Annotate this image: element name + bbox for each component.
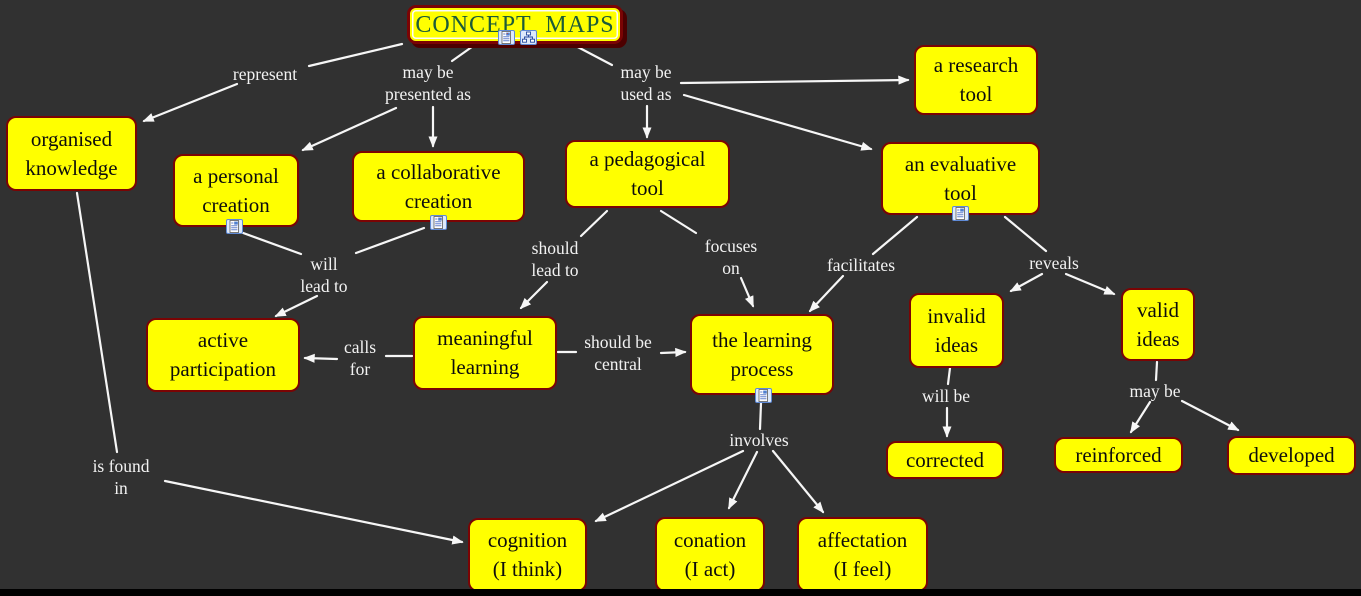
- node-reinforced[interactable]: reinforced: [1054, 437, 1183, 473]
- link-label-involves[interactable]: involves: [729, 430, 789, 450]
- connector-arrow: [771, 449, 825, 514]
- link-label-may-be-used-as[interactable]: may be used as: [620, 62, 672, 104]
- document-glyph: [758, 389, 768, 402]
- connector: [1003, 215, 1048, 253]
- node-invalid-ideas[interactable]: invalid ideas: [909, 293, 1004, 368]
- connector-arrow: [808, 274, 845, 313]
- connector-arrow: [1129, 400, 1152, 434]
- node-learning-process[interactable]: the learning process: [690, 314, 834, 395]
- connector-arrow: [727, 450, 759, 510]
- link-label-facilitates[interactable]: facilitates: [826, 255, 896, 275]
- connector-arrow: [301, 106, 398, 152]
- connector-arrow: [682, 93, 873, 151]
- link-label-represent[interactable]: represent: [232, 64, 298, 84]
- concept-map-glyph: [522, 31, 535, 43]
- node-developed[interactable]: developed: [1227, 436, 1356, 475]
- connector-arrow: [274, 294, 319, 318]
- connector: [871, 215, 919, 256]
- connector: [659, 209, 698, 235]
- connector-arrow: [163, 479, 464, 545]
- connector-arrow: [1009, 272, 1044, 293]
- node-corrected[interactable]: corrected: [886, 441, 1004, 479]
- document-glyph: [433, 216, 443, 229]
- node-affectation[interactable]: affectation (I feel): [797, 517, 928, 592]
- node-meaningful-learning[interactable]: meaningful learning: [413, 316, 557, 390]
- node-conation[interactable]: conation (I act): [655, 517, 765, 592]
- connector: [450, 42, 478, 63]
- link-label-focuses-on[interactable]: focuses on: [704, 236, 758, 278]
- connector-arrow: [142, 82, 239, 123]
- node-concept-maps-title[interactable]: CONCEPT MAPS: [407, 5, 623, 44]
- document-resource-icon[interactable]: [755, 388, 772, 403]
- connector: [579, 209, 609, 238]
- connector: [354, 226, 426, 255]
- connector-arrow: [1180, 399, 1240, 432]
- connector: [307, 42, 404, 68]
- node-active-participation[interactable]: active participation: [146, 318, 300, 392]
- connector: [75, 191, 119, 454]
- link-label-should-be-central[interactable]: should be central: [584, 332, 652, 374]
- connector: [758, 401, 763, 431]
- link-label-reveals[interactable]: reveals: [1029, 253, 1079, 273]
- connector: [570, 42, 614, 67]
- node-evaluative-tool[interactable]: an evaluative tool: [881, 142, 1040, 215]
- connector: [1154, 360, 1159, 382]
- document-glyph: [501, 31, 511, 44]
- node-collaborative-creation[interactable]: a collaborative creation: [352, 151, 525, 222]
- connector-arrow: [679, 75, 910, 85]
- node-personal-creation[interactable]: a personal creation: [173, 154, 299, 227]
- node-research-tool[interactable]: a research tool: [914, 45, 1038, 115]
- concept-map-resource-icon[interactable]: [520, 30, 537, 45]
- document-glyph: [229, 220, 239, 233]
- connector: [946, 366, 952, 386]
- document-resource-icon[interactable]: [498, 30, 515, 45]
- link-label-should-lead-to[interactable]: should lead to: [531, 238, 579, 280]
- document-resource-icon[interactable]: [952, 206, 969, 221]
- node-cognition[interactable]: cognition (I think): [468, 518, 587, 592]
- link-label-is-found-in[interactable]: is found in: [92, 456, 150, 498]
- link-label-may-be[interactable]: may be: [1129, 381, 1181, 401]
- node-organised-knowledge[interactable]: organised knowledge: [6, 116, 137, 191]
- node-valid-ideas[interactable]: valid ideas: [1121, 288, 1195, 361]
- link-label-calls-for[interactable]: calls for: [343, 337, 377, 379]
- link-label-may-be-presented-as[interactable]: may be presented as: [384, 62, 471, 104]
- node-pedagogical-tool[interactable]: a pedagogical tool: [565, 140, 730, 208]
- connector-arrow: [659, 347, 687, 357]
- link-label-will-lead-to[interactable]: will lead to: [300, 254, 348, 296]
- document-glyph: [955, 207, 965, 220]
- connector: [233, 228, 303, 256]
- connector-arrow: [519, 280, 549, 310]
- document-resource-icon[interactable]: [430, 215, 447, 230]
- document-resource-icon[interactable]: [226, 219, 243, 234]
- connector-arrow: [303, 353, 339, 363]
- bottom-edge-bar: [0, 589, 1361, 596]
- link-label-will-be[interactable]: will be: [921, 386, 971, 406]
- connector-arrow: [1064, 272, 1116, 296]
- connector-arrow: [594, 449, 745, 523]
- connector-arrow: [739, 276, 755, 308]
